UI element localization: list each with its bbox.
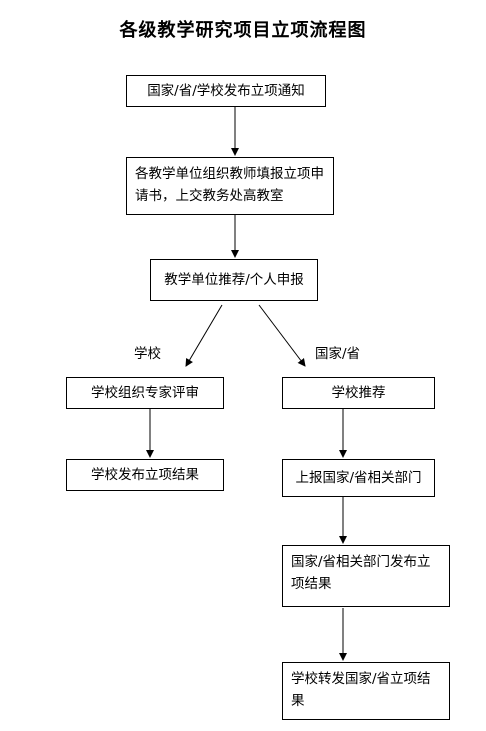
node-submit-dept: 上报国家/省相关部门 <box>282 459 435 497</box>
node-school-forward: 学校转发国家/省立项结果 <box>282 662 450 720</box>
branch-label-national: 国家/省 <box>315 346 361 362</box>
arrow-recommend-to-national <box>258 304 306 367</box>
node-fill-application: 各教学单位组织教师填报立项申请书，上交教务处高教室 <box>126 157 334 215</box>
node-recommend-apply: 教学单位推荐/个人申报 <box>150 259 318 301</box>
node-notify: 国家/省/学校发布立项通知 <box>126 75 326 107</box>
node-dept-publish: 国家/省相关部门发布立项结果 <box>282 545 450 607</box>
node-school-publish: 学校发布立项结果 <box>66 459 224 491</box>
arrow-recommend-to-school <box>185 304 223 367</box>
page-title: 各级教学研究项目立项流程图 <box>119 20 367 41</box>
node-school-review: 学校组织专家评审 <box>66 377 224 409</box>
node-school-recommend: 学校推荐 <box>282 377 435 409</box>
branch-label-school: 学校 <box>134 346 161 362</box>
